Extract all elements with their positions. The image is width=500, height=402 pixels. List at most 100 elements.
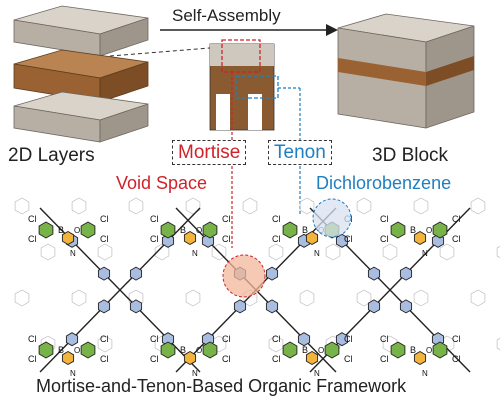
background-ring — [413, 289, 429, 307]
catechol-ring — [160, 341, 176, 359]
chlorine-atom: Cl — [28, 354, 37, 364]
pyridine-ring — [335, 233, 349, 248]
pyridine-ring — [97, 299, 111, 314]
background-ring — [185, 197, 201, 215]
layer-top — [13, 5, 149, 57]
pyridine-ring — [97, 266, 111, 281]
catechol-ring — [432, 341, 448, 359]
oxygen-atom: O — [426, 346, 432, 355]
background-ring — [185, 289, 201, 307]
chlorine-atom: Cl — [150, 354, 159, 364]
pyridine-ring — [367, 299, 381, 314]
chlorine-atom: Cl — [344, 354, 353, 364]
catechol-ring — [80, 341, 96, 359]
background-ring — [71, 197, 87, 215]
pyridine-ring — [161, 233, 175, 248]
chlorine-atom: Cl — [100, 354, 109, 364]
boron-atom: B — [58, 225, 64, 235]
boron-atom: B — [410, 225, 416, 235]
catechol-ring — [80, 221, 96, 239]
background-ring — [71, 289, 87, 307]
nitrogen-atom: N — [422, 249, 428, 258]
zoom-detail-illustration — [209, 39, 301, 248]
catechol-ring — [202, 221, 218, 239]
background-ring — [356, 289, 372, 307]
chlorine-atom: Cl — [452, 214, 461, 224]
chlorine-atom: Cl — [222, 214, 231, 224]
chlorine-atom: Cl — [272, 334, 281, 344]
background-ring — [268, 243, 284, 261]
oxygen-atom: O — [196, 346, 202, 355]
chlorine-atom: Cl — [150, 334, 159, 344]
nitrogen-atom: N — [314, 249, 320, 258]
pyridine-ring — [335, 332, 349, 347]
chlorine-atom: Cl — [272, 234, 281, 244]
chlorine-atom: Cl — [380, 334, 389, 344]
chlorine-atom: Cl — [272, 214, 281, 224]
chlorine-atom: Cl — [380, 214, 389, 224]
chlorine-atom: Cl — [452, 234, 461, 244]
chlorine-atom: Cl — [222, 354, 231, 364]
three-d-block-illustration — [337, 13, 475, 129]
chlorine-atom: Cl — [380, 354, 389, 364]
chlorine-atom: Cl — [100, 334, 109, 344]
chlorine-atom: Cl — [28, 234, 37, 244]
phenylene-ring — [183, 350, 197, 366]
pyridine-ring — [399, 299, 413, 314]
phenylene-ring — [183, 230, 197, 246]
nitrogen-atom: N — [314, 369, 320, 378]
background-ring — [242, 197, 258, 215]
background-ring — [14, 289, 30, 307]
chlorine-atom: Cl — [222, 234, 231, 244]
phenylene-ring — [305, 230, 319, 246]
self-assembly-label: Self-Assembly — [172, 6, 281, 25]
boron-atom: B — [180, 345, 186, 355]
framework-footer-caption: Mortise-and-Tenon-Based Organic Framewor… — [34, 376, 409, 396]
tenon-label: Tenon — [268, 140, 332, 165]
catechol-ring — [160, 221, 176, 239]
two-d-layers-caption: 2D Layers — [8, 145, 95, 166]
background-ring — [299, 289, 315, 307]
background-ring — [413, 197, 429, 215]
oxygen-atom: O — [196, 226, 202, 235]
background-ring — [325, 243, 341, 261]
pyridine-ring — [399, 266, 413, 281]
chlorine-atom: Cl — [344, 334, 353, 344]
boron-atom: B — [180, 225, 186, 235]
oxygen-atom: O — [318, 346, 324, 355]
layer-middle — [13, 49, 149, 103]
catechol-ring — [432, 221, 448, 239]
background-ring — [470, 197, 486, 215]
boron-atom: B — [410, 345, 416, 355]
chlorine-atom: Cl — [452, 354, 461, 364]
two-d-layers-illustration — [13, 5, 211, 143]
background-ring — [496, 245, 500, 259]
catechol-ring — [38, 341, 54, 359]
three-d-block-caption: 3D Block — [372, 145, 449, 166]
void-space-circle — [222, 254, 266, 298]
dichlorobenzene-circle — [312, 198, 352, 238]
background-ring — [211, 243, 227, 261]
background-ring — [40, 243, 56, 261]
background-ring — [382, 335, 398, 353]
chlorine-atom: Cl — [272, 354, 281, 364]
mortise-label: Mortise — [172, 140, 247, 165]
layer-bottom — [13, 91, 149, 143]
background-ring — [128, 197, 144, 215]
background-ring — [496, 337, 500, 351]
pyridine-ring — [265, 266, 279, 281]
background-ring — [14, 197, 30, 215]
nitrogen-atom: N — [192, 369, 198, 378]
chlorine-atom: Cl — [28, 334, 37, 344]
background-ring — [97, 243, 113, 261]
boron-atom: B — [302, 225, 308, 235]
catechol-ring — [390, 341, 406, 359]
void-space-label: Void Space — [116, 173, 208, 193]
catechol-ring — [202, 341, 218, 359]
self-assembly-arrow — [160, 24, 338, 36]
pyridine-ring — [129, 299, 143, 314]
catechol-ring — [324, 341, 340, 359]
background-ring — [154, 243, 170, 261]
boron-atom: B — [58, 345, 64, 355]
